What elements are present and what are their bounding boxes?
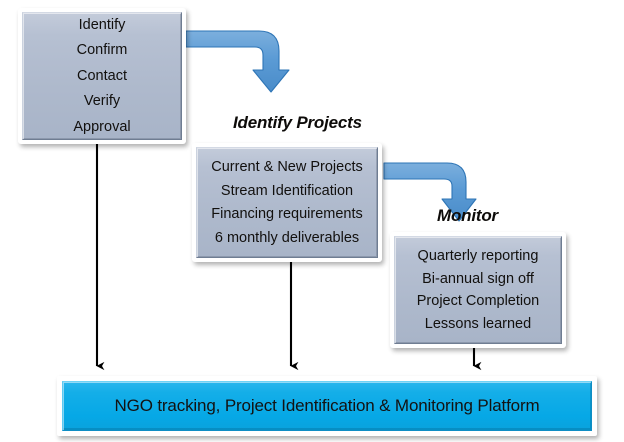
- stage-one-item-contact: Contact: [77, 67, 127, 84]
- stage-one-item-confirm: Confirm: [76, 42, 128, 59]
- stage-two-caption: Identify Projects: [233, 113, 362, 132]
- stage-three-item-bi-annual-sign-off: Bi-annual sign off: [422, 270, 534, 287]
- stage-three-box-inner: Quarterly reporting Bi-annual sign off P…: [394, 236, 562, 344]
- stage-two-item-six-monthly-deliverables: 6 monthly deliverables: [214, 229, 360, 246]
- stage-two-box-inner: Current & New Projects Stream Identifica…: [196, 147, 378, 258]
- platform-bar-inner: NGO tracking, Project Identification & M…: [62, 381, 592, 431]
- stage-three-item-lessons-learned: Lessons learned: [424, 315, 532, 332]
- stage-two-item-current-new-projects: Current & New Projects: [211, 159, 363, 175]
- bent-arrow-stage1-to-stage2: [185, 30, 290, 93]
- stage-three-box[interactable]: Quarterly reporting Bi-annual sign off P…: [390, 232, 566, 348]
- stage-two-box[interactable]: Current & New Projects Stream Identifica…: [192, 143, 382, 262]
- stage-one-item-verify: Verify: [83, 93, 121, 110]
- stage-three-item-project-completion: Project Completion: [416, 293, 540, 309]
- platform-bar-label: NGO tracking, Project Identification & M…: [114, 396, 540, 415]
- stage-one-item-identify: Identify: [78, 16, 126, 33]
- stage-two-item-stream-identification: Stream Identification: [220, 182, 354, 199]
- platform-bar[interactable]: NGO tracking, Project Identification & M…: [57, 376, 597, 436]
- stage-one-box[interactable]: Identify Confirm Contact Verify Approval: [18, 8, 186, 144]
- stage-three-item-quarterly-reporting: Quarterly reporting: [417, 248, 539, 264]
- stage-three-caption: Monitor: [437, 206, 498, 225]
- stage-two-item-financing-requirements: Financing requirements: [211, 206, 363, 222]
- stage-one-box-inner: Identify Confirm Contact Verify Approval: [22, 12, 182, 140]
- stage-one-item-approval: Approval: [73, 118, 131, 135]
